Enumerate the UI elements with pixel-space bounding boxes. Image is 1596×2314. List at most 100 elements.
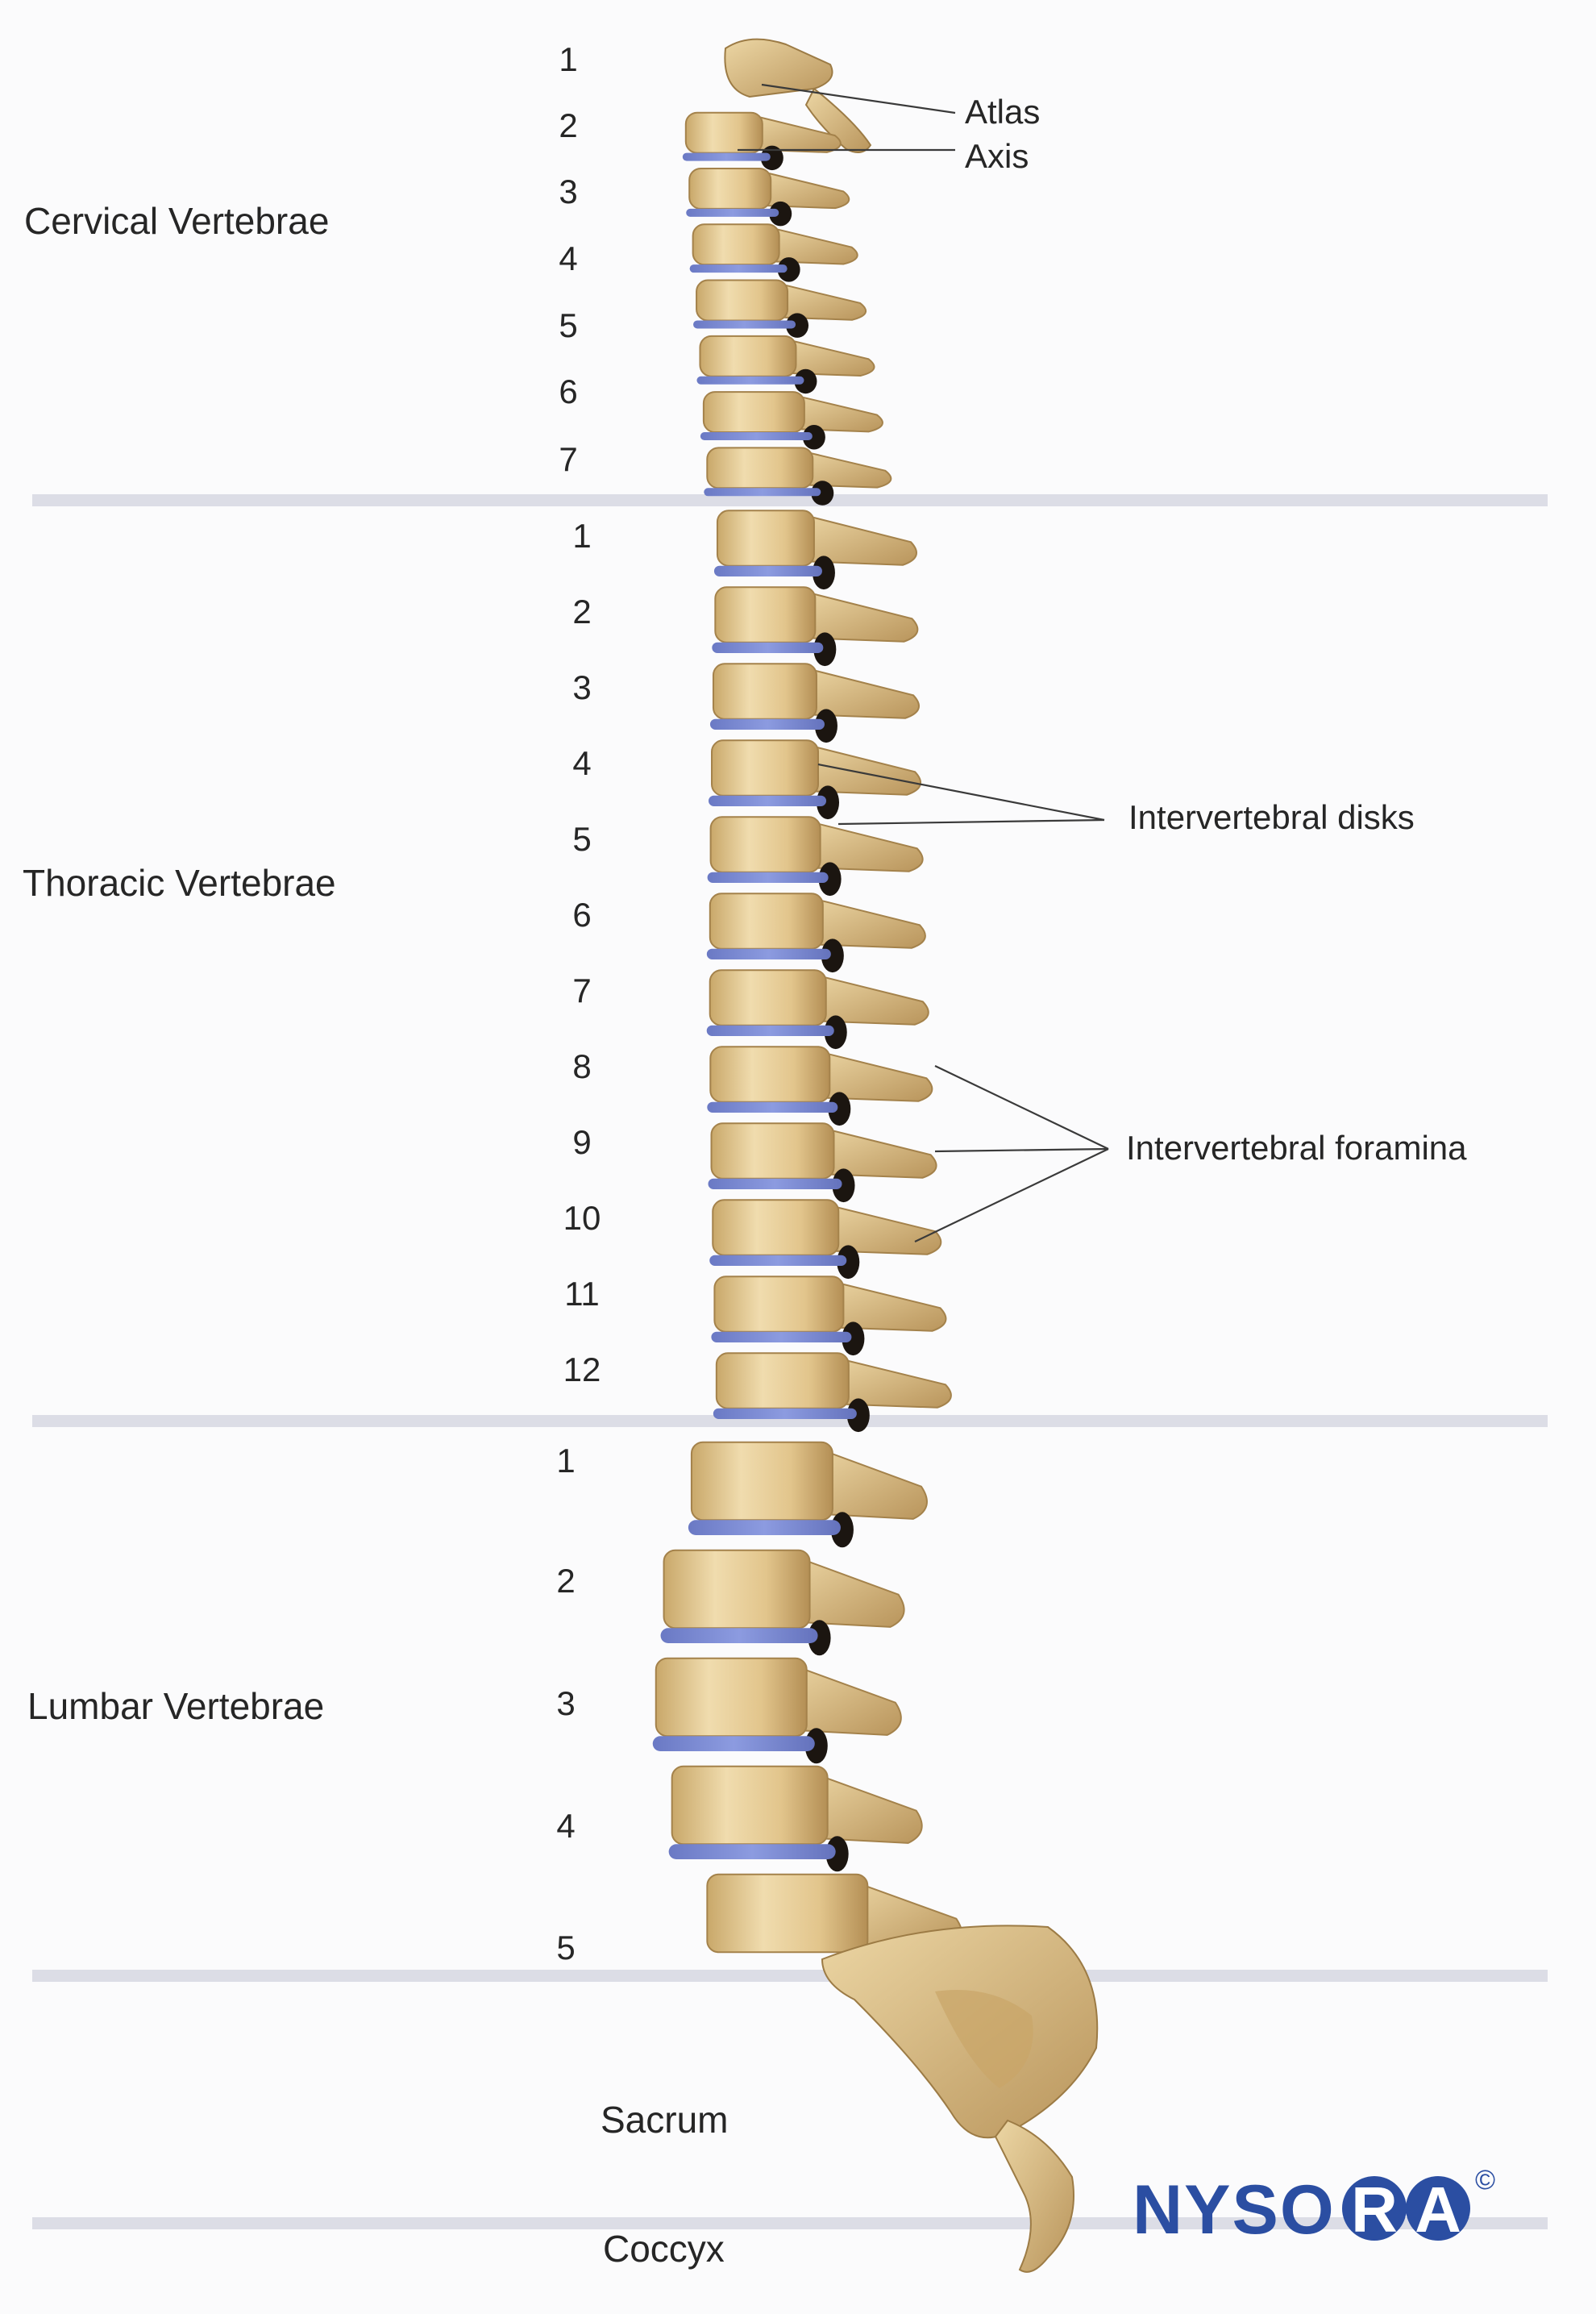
- vertebra-process: [801, 743, 922, 796]
- callout-axis-label: Axis: [965, 137, 1029, 175]
- intervertebral-disk: [709, 1255, 847, 1266]
- intervertebral-foramen: [828, 1092, 851, 1126]
- region-label-lumbar: Lumbar Vertebrae: [27, 1685, 324, 1727]
- vertebra-process: [828, 1356, 952, 1409]
- intervertebral-foramen: [825, 1836, 849, 1872]
- intervertebral-disk: [709, 718, 825, 730]
- intervertebral-disk: [711, 1331, 852, 1342]
- vertebra-process: [799, 590, 919, 643]
- vertebral-body: [716, 510, 815, 567]
- intervertebral-disk: [709, 795, 827, 806]
- callout-disks-label: Intervertebral disks: [1128, 798, 1415, 836]
- intervertebral-disk: [688, 1520, 841, 1535]
- vertebral-body: [706, 1873, 869, 1954]
- callout-atlas: Atlas: [761, 83, 1040, 131]
- intervertebral-foramen: [786, 313, 809, 338]
- vertebra-number-lumbar-2: 2: [556, 1562, 575, 1600]
- sacrum-shading: [935, 1990, 1033, 2088]
- intervertebral-disk: [668, 1844, 836, 1859]
- nysora-logo-a-letter: A: [1415, 2174, 1461, 2245]
- vertebra-number-thoracic-4: 4: [572, 744, 591, 782]
- vertebral-body: [690, 1441, 833, 1521]
- callout-intervertebral-disks: Intervertebral disks: [817, 763, 1415, 836]
- spine-illustration: [652, 38, 1099, 2273]
- vertebral-body: [715, 1352, 850, 1409]
- vertebral-body: [692, 223, 780, 266]
- vertebra-process: [783, 1663, 902, 1736]
- vertebral-body: [688, 167, 772, 210]
- intervertebral-disk: [704, 488, 821, 497]
- vertebral-body: [712, 663, 817, 720]
- intervertebral-disk: [706, 948, 831, 959]
- intervertebral-foramen: [830, 1512, 854, 1548]
- vertebra-process: [808, 973, 929, 1026]
- vertebra-number-lumbar-4: 4: [556, 1807, 575, 1845]
- intervertebral-foramen: [794, 368, 817, 394]
- intervertebral-foramen: [842, 1321, 865, 1356]
- intervertebral-disk: [696, 376, 804, 385]
- vertebra-process: [750, 114, 842, 153]
- vertebra-process: [757, 170, 850, 210]
- vertebra-number-lumbar-5: 5: [556, 1929, 575, 1966]
- intervertebral-foramen: [832, 1168, 855, 1203]
- vertebra-process: [796, 450, 892, 489]
- vertebral-body: [702, 391, 805, 434]
- vertebral-body: [684, 111, 763, 154]
- intervertebral-foramen: [821, 939, 844, 973]
- region-label-thoracic: Thoracic Vertebrae: [23, 862, 336, 904]
- vertebra-number-cervical-5: 5: [559, 306, 577, 344]
- vertebral-body: [663, 1549, 811, 1629]
- intervertebral-foramen: [814, 709, 837, 743]
- vertebral-body: [713, 1276, 845, 1333]
- intervertebral-foramen: [817, 785, 840, 820]
- vertebral-body: [655, 1657, 808, 1738]
- vertebra-number-thoracic-2: 2: [572, 593, 591, 631]
- intervertebral-foramen: [837, 1245, 860, 1280]
- intervertebral-disk: [693, 320, 796, 329]
- vertebra-process: [814, 1126, 937, 1179]
- intervertebral-disk: [712, 642, 824, 653]
- intervertebral-disk: [700, 432, 813, 441]
- vertebra-process: [803, 820, 924, 872]
- intervertebral-disk: [708, 1178, 842, 1189]
- vertebra-process: [798, 514, 917, 566]
- callout-intervertebral-foramina: Intervertebral foramina: [914, 1065, 1467, 1242]
- vertebral-body: [699, 335, 797, 377]
- vertebral-body: [710, 1122, 835, 1180]
- intervertebral-foramen: [824, 1015, 847, 1050]
- vertebral-body: [709, 893, 824, 950]
- vertebra-process: [787, 1555, 905, 1628]
- intervertebral-foramen: [769, 201, 792, 227]
- vertebra-process: [804, 897, 926, 949]
- intervertebral-disk: [652, 1736, 815, 1751]
- vertebra-process: [765, 227, 858, 265]
- vertebra-number-cervical-1: 1: [559, 40, 577, 78]
- divider-cervical-thoracic: [32, 494, 1548, 506]
- intervertebral-foramen: [846, 1398, 870, 1433]
- nysora-logo-a-circle: [1406, 2176, 1470, 2241]
- vertebral-body: [711, 739, 820, 797]
- axis-dens-process: [804, 87, 872, 153]
- vertebra-process: [810, 1447, 928, 1520]
- vertebra-number-thoracic-8: 8: [572, 1047, 591, 1085]
- vertebral-body: [706, 447, 814, 489]
- vertebra-process: [780, 338, 875, 377]
- divider-lumbar-sacrum: [32, 1970, 1548, 1982]
- intervertebral-foramen: [802, 425, 825, 450]
- vertebra-number-thoracic-7: 7: [572, 972, 591, 1009]
- vertebra-number-cervical-4: 4: [559, 239, 577, 277]
- vertebra-number-lumbar-3: 3: [556, 1684, 575, 1722]
- region-label-cervical: Cervical Vertebrae: [24, 200, 329, 242]
- intervertebral-disk: [706, 1025, 834, 1036]
- region-label-sacrum: Sacrum: [601, 2099, 728, 2141]
- vertebra-process: [788, 394, 883, 433]
- callout-axis: Axis: [738, 137, 1029, 175]
- vertebra-number-cervical-6: 6: [559, 372, 577, 410]
- intervertebral-disk: [713, 1408, 857, 1419]
- intervertebral-disk: [689, 264, 788, 273]
- region-label-coccyx: Coccyx: [603, 2228, 725, 2270]
- vertebra-number-cervical-3: 3: [559, 173, 577, 210]
- vertebra-process: [823, 1280, 947, 1332]
- vertebra-number-thoracic-9: 9: [572, 1123, 591, 1161]
